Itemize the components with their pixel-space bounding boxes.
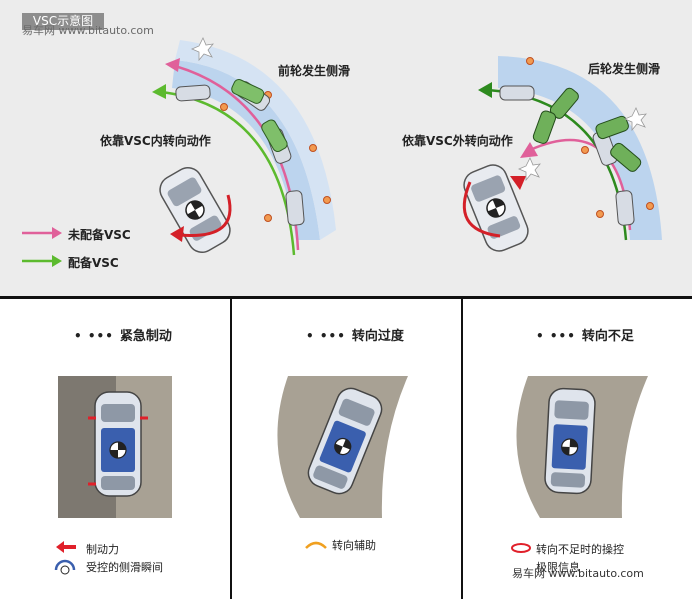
skid-sparkle-icon [190,37,214,62]
watermark-top: 易车网 www.bitauto.com [22,24,154,37]
legend-with-vsc-label: 配备VSC [68,256,119,270]
cone-marker [309,144,317,152]
steering-assist-label: 转向辅助 [332,539,376,552]
cone-marker [323,196,331,204]
controlled-slip-icon-center [60,565,70,575]
panel-divider [461,299,463,599]
right-road-band [498,56,662,240]
left-slip-label: 前轮发生侧滑 [278,64,351,78]
right-big-car [463,164,529,252]
diagram-title: VSC示意图 [22,13,104,30]
left-rotation-arrowhead [170,226,184,242]
controlled-slip-label: 受控的侧滑瞬间 [86,561,163,574]
steering-assist-icon [305,541,327,549]
car-outline [175,84,211,102]
left-path-without-vsc-arrowhead [165,58,180,72]
brake-car [94,391,142,497]
left-road-band-outer [175,40,336,240]
car-outline [615,190,635,226]
right-rotation-arrow [462,181,501,238]
left-path-with-vsc-arrowhead [152,84,166,99]
left-rotation-arrow [179,194,232,237]
limit-info-label: 极限信息 [536,561,580,574]
cone-marker [581,146,589,154]
right-rotation-arrowhead [510,176,526,190]
understeer-control-icon [511,543,531,553]
skid-sparkle-icon [517,157,541,182]
panel-understeer-title: • •••转向不足 [536,329,634,344]
cone-marker [526,57,534,65]
understeer-control-label: 转向不足时的操控 [536,543,624,556]
car-skidding [595,115,629,140]
section-divider [0,296,692,299]
car-skidding [261,119,288,153]
right-slip-label: 后轮发生侧滑 [588,62,661,76]
legend-without-vsc-label: 未配备VSC [68,228,131,242]
right-path-without-vsc-arrowhead [520,142,538,158]
oversteer-car [307,387,383,495]
right-road-illustration [462,56,662,252]
skid-sparkle-icon [623,107,647,132]
cone-marker [220,103,228,111]
understeer-car [544,387,596,495]
panel-brake-title: • •••紧急制动 [74,329,172,344]
legend-with-vsc-arrowhead [52,255,62,267]
panel-divider [230,299,232,599]
right-action-label: 依靠VSC外转向动作 [402,134,513,148]
cone-marker [264,214,272,222]
controlled-slip-icon [54,559,76,571]
legend-arrows [22,227,62,267]
panel-oversteer-title: • •••转向过度 [306,329,404,344]
watermark-bottom: 易车网 www.bitauto.com [512,567,644,580]
car-skidding [231,79,265,104]
cone-marker [596,210,604,218]
left-road-illustration [152,37,336,256]
car-skidding [610,142,642,172]
right-path-with-vsc-arrowhead [478,82,492,98]
brake-force-label: 制动力 [86,543,119,556]
left-action-label: 依靠VSC内转向动作 [100,134,211,148]
brake-force-icon [56,541,76,553]
car-outline [499,85,535,101]
car-skidding [532,110,557,144]
legend-without-vsc-arrowhead [52,227,62,239]
vsc-diagram-panel [0,0,692,296]
cone-marker [646,202,654,210]
car-outline [285,190,305,226]
